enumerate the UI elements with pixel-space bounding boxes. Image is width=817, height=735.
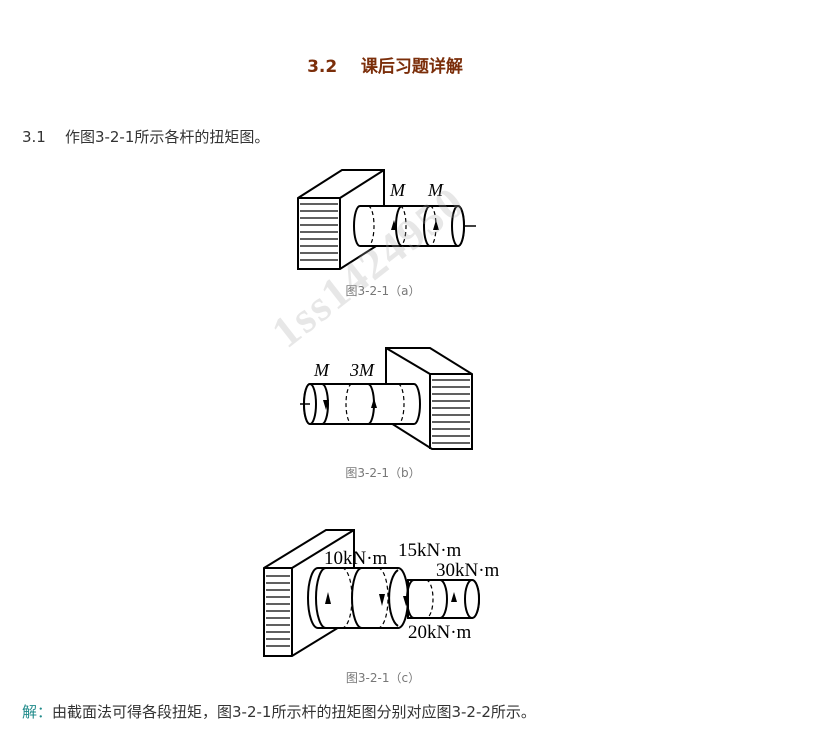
torque-label: 20kN·m [408, 622, 472, 643]
answer-text: 由截面法可得各段扭矩，图3-2-1所示杆的扭矩图分别对应图3-2-2所示。 [52, 703, 536, 721]
problem-text: 作图3-2-1所示各杆的扭矩图。 [64, 128, 270, 146]
torque-label: M [389, 180, 406, 200]
section-title: 3.2 课后习题详解 [0, 52, 770, 77]
figure-c: 10kN·m 15kN·m 30kN·m 20kN·m [263, 529, 500, 657]
figure-caption: 图3-2-1（b） [345, 466, 421, 480]
answer-lead: 解： [22, 703, 53, 721]
figure-a: M M [297, 169, 476, 270]
figure-b: M 3M [300, 347, 473, 450]
torque-label: 30kN·m [436, 560, 500, 581]
problem-statement: 3.1 作图3-2-1所示各杆的扭矩图。 [22, 126, 269, 147]
section-number: 3.2 [307, 57, 338, 77]
answer: 解：由截面法可得各段扭矩，图3-2-1所示杆的扭矩图分别对应图3-2-2所示。 [22, 701, 536, 722]
torque-label: M [313, 360, 330, 380]
section-heading: 课后习题详解 [360, 57, 463, 77]
torque-label: 10kN·m [324, 548, 388, 569]
torque-label: M [427, 180, 444, 200]
figure-caption: 图3-2-1（a） [345, 284, 421, 298]
torque-label: 15kN·m [398, 540, 462, 561]
problem-number: 3.1 [22, 128, 46, 146]
figure-caption: 图3-2-1（c） [345, 671, 421, 685]
torque-label: 3M [349, 360, 375, 380]
